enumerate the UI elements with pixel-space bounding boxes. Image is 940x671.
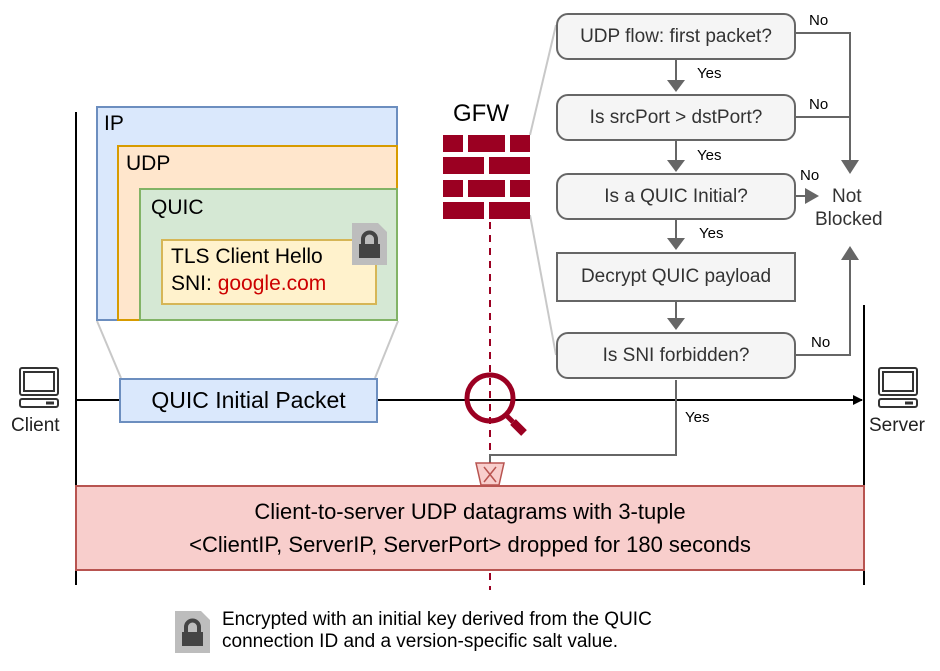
yes-label-2: Yes [697,147,722,164]
quic-initial-packet: QUIC Initial Packet [119,378,378,423]
client-computer-icon [19,367,59,408]
tls-client-hello-label: TLS Client Hello [171,245,323,268]
no-label-2: No [809,96,829,113]
ip-layer-label: IP [104,112,124,135]
no-label-1: No [809,12,829,29]
zoom-line-right [374,320,399,379]
node-quic-initial: Is a QUIC Initial? [556,173,796,220]
gfw-zoom-line-top [529,24,557,136]
yes-label-3: Yes [699,225,724,242]
tls-client-hello-box [161,239,377,305]
node-decrypt: Decrypt QUIC payload [556,252,796,302]
yes-label-1: Yes [697,65,722,82]
gfw-wall-icon [443,135,530,219]
server-label: Server [869,415,925,436]
yes-label-4: Yes [685,409,710,426]
node-first-packet: UDP flow: first packet? [556,13,796,60]
drop-notice-line1: Client-to-server UDP datagrams with 3-tu… [254,499,686,524]
sni-prefix: SNI: [171,272,218,295]
gfw-label: GFW [453,100,509,127]
magnifier-icon [464,372,527,436]
drop-notice-band: Client-to-server UDP datagrams with 3-tu… [75,485,865,571]
gfw-zoom-line-bottom [529,214,557,356]
zoom-line-left [96,320,122,379]
sni-line: SNI: google.com [171,272,326,296]
drop-notice-line2: <ClientIP, ServerIP, ServerPort> dropped… [189,532,751,557]
no-label-3: No [800,167,820,184]
node-port-compare: Is srcPort > dstPort? [556,94,796,141]
quic-layer-label: QUIC [151,196,204,219]
legend-line1: Encrypted with an initial key derived fr… [222,609,652,630]
client-label: Client [11,415,60,436]
no-label-4: No [811,334,831,351]
legend-text: Encrypted with an initial key derived fr… [222,609,652,653]
drop-gate-icon [475,462,505,486]
legend-lock-icon [175,611,210,653]
not-blocked-line2: Blocked [815,209,883,230]
udp-layer-label: UDP [126,152,171,175]
sni-value: google.com [217,272,327,295]
legend-line2: connection ID and a version-specific sal… [222,631,619,652]
encrypted-lock-icon [352,223,387,265]
not-blocked-line1: Not [832,186,862,207]
node-sni-forbidden: Is SNI forbidden? [556,332,796,379]
server-computer-icon [878,367,918,408]
